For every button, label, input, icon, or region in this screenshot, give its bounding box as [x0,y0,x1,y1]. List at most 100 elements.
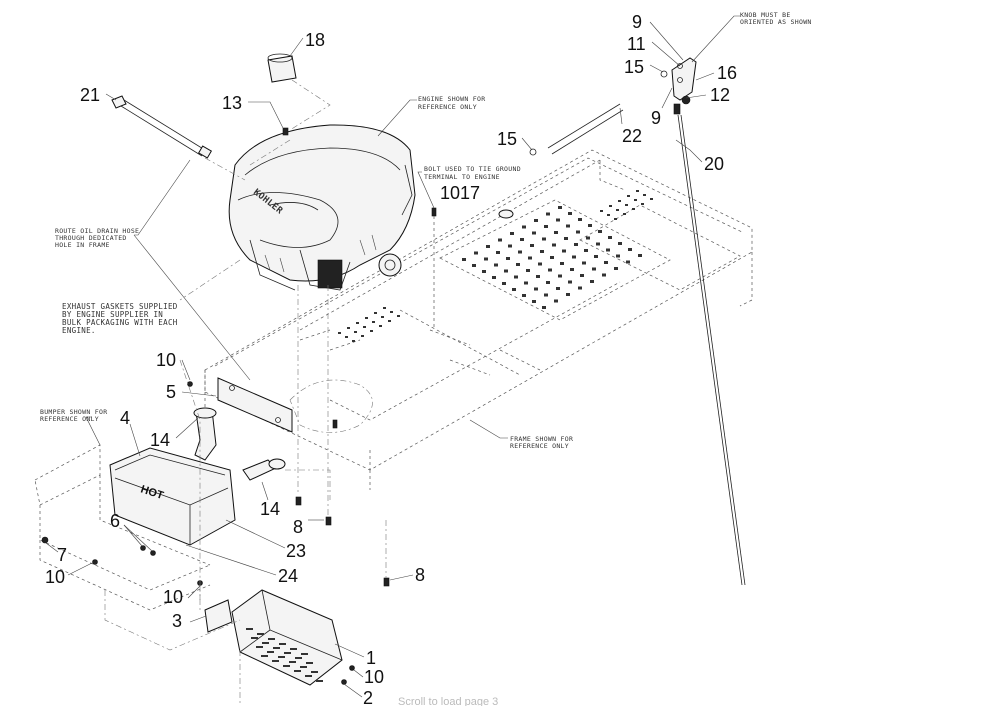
perforation-hole [627,195,630,197]
perforation-hole [361,335,364,337]
callout-8-a: 8 [293,517,303,537]
perforation-hole [510,232,514,235]
callout-16: 16 [717,63,737,83]
callout-11: 11 [627,34,646,54]
perforation-hole [522,225,526,229]
perforation-hole [365,317,368,319]
shield-vent-slot [251,637,258,639]
callout-24: 24 [278,566,298,586]
note-knob-orientation: KNOB MUST BE ORIENTED AS SHOWN [740,11,811,26]
perforation-hole [370,330,373,332]
svg-text:BUMPER SHOWN FOR: BUMPER SHOWN FOR [40,408,107,416]
perforation-hole [347,327,350,329]
perforation-hole [383,307,386,309]
perforation-hole [614,267,618,270]
perforation-hole [570,268,574,271]
shield-vent-slot [294,670,301,672]
perforation-hole [492,276,496,279]
perforation-hole [494,263,498,267]
perforation-hole [618,200,621,202]
perforation-hole [548,268,552,272]
callout-numbers: 18 21 13 9 11 15 16 12 9 22 15 20 1017 1… [45,12,737,706]
note-engine-reference: ENGINE SHOWN FOR REFERENCE ONLY [418,95,485,111]
perforation-hole [560,262,564,265]
perforation-hole [628,248,632,251]
perforation-hole [536,275,540,278]
note-ground-bolt: BOLT USED TO TIE GROUND TERMINAL TO ENGI… [424,165,521,181]
perforation-hole [641,203,644,205]
note-exhaust-gaskets: EXHAUST GASKETS SUPPLIED BY ENGINE SUPPL… [62,302,178,335]
perforation-hole [592,267,596,271]
shield-vent-slot [279,643,286,645]
shield-vent-slot [246,628,253,630]
svg-text:HOLE IN FRAME: HOLE IN FRAME [55,241,110,249]
callout-14-b: 14 [260,499,280,519]
perforation-hole [643,194,646,196]
callout-15-lower: 15 [497,129,517,149]
perforation-hole [566,224,570,228]
perforation-hole [588,224,592,227]
callout-2: 2 [363,688,373,706]
svg-text:BOLT USED TO TIE GROUND: BOLT USED TO TIE GROUND [424,165,521,173]
perforation-hole [502,282,506,285]
callout-20: 20 [704,154,724,174]
perforation-hole [546,281,550,284]
perforation-hole [512,288,516,291]
heat-shield-slots [246,628,323,682]
perforation-hole [534,219,538,222]
callout-7: 7 [57,545,67,565]
perforation-hole [596,242,600,246]
svg-text:ROUTE OIL DRAIN HOSE: ROUTE OIL DRAIN HOSE [55,227,139,235]
perforation-hole [542,306,546,309]
perforation-hole [600,210,603,212]
shield-vent-slot [262,642,269,644]
svg-text:TERMINAL TO ENGINE: TERMINAL TO ENGINE [424,173,500,181]
perforation-hole [616,254,620,258]
perforation-hole [618,242,622,245]
part-5-exhaust-bracket [217,377,293,433]
perforation-hole [572,255,576,259]
perforation-hole [584,249,588,252]
perforation-hole [556,287,560,290]
callout-6: 6 [110,511,120,531]
perforation-hole [578,286,582,290]
perforation-hole [625,204,628,206]
perforation-hole [356,322,359,324]
callout-23: 23 [286,541,306,561]
perforation-hole [379,325,382,327]
perforation-hole [638,254,642,257]
callout-22: 22 [622,126,642,146]
perforation-hole [602,273,606,277]
perforation-hole [352,340,355,342]
perforation-hole [524,281,528,285]
perforation-hole [540,250,544,253]
perforation-hole [568,212,572,215]
perforation-hole [607,214,610,216]
perforation-hole [506,257,510,260]
perforation-hole [623,213,626,215]
perforation-hole [345,336,348,338]
svg-text:EXHAUST GASKETS SUPPLIED: EXHAUST GASKETS SUPPLIED [62,302,178,311]
shield-vent-slot [273,647,280,649]
perforation-hole [516,263,520,266]
svg-text:REFERENCE ONLY: REFERENCE ONLY [510,442,569,450]
shield-vent-slot [283,665,290,667]
perforation-hole [626,260,630,264]
perforation-hole [388,320,391,322]
shield-vent-slot [290,648,297,650]
shield-vent-slot [311,671,318,673]
callout-21: 21 [80,85,100,105]
perforation-hole [632,208,635,210]
perforation-hole [590,280,594,283]
perforation-hole [650,198,653,200]
perforation-hole [518,250,522,254]
shield-vent-slot [289,661,296,663]
svg-text:BY ENGINE SUPPLIER IN: BY ENGINE SUPPLIER IN [62,310,163,319]
perforation-hole [498,238,502,242]
perforation-hole [482,270,486,273]
perforation-hole [636,190,639,192]
perforation-hole [484,257,488,261]
svg-text:ENGINE.: ENGINE. [62,326,96,335]
perforation-hole [372,321,375,323]
